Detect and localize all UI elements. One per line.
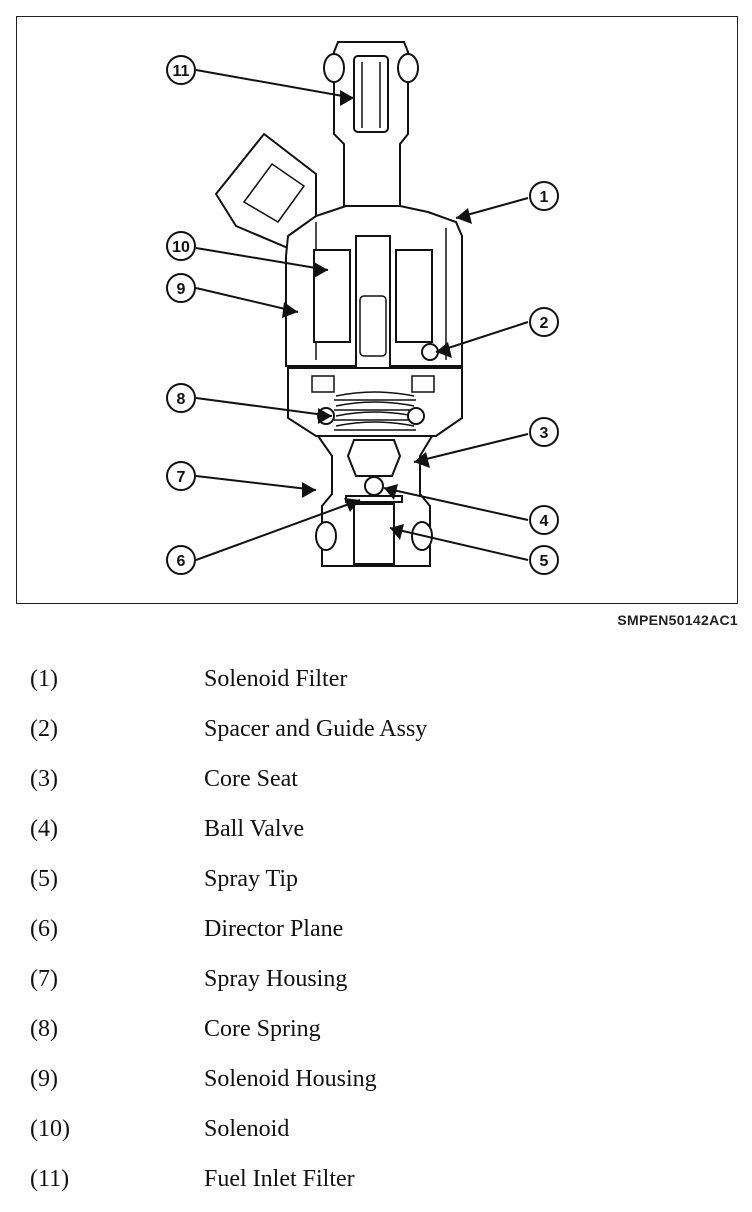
callout-7-label: 7: [177, 469, 186, 486]
figure-frame: [16, 16, 738, 604]
callout-3-label: 3: [540, 425, 549, 442]
legend-item: (11) Fuel Inlet Filter: [0, 1159, 752, 1199]
callout-4: 4: [529, 505, 559, 535]
legend-label: Spray Housing: [204, 966, 348, 992]
callout-6: 6: [166, 545, 196, 575]
legend-item: (3) Core Seat: [0, 759, 752, 799]
callout-11: 11: [166, 55, 196, 85]
legend-label: Ball Valve: [204, 816, 305, 842]
legend-label: Fuel Inlet Filter: [204, 1166, 355, 1192]
callout-8: 8: [166, 383, 196, 413]
legend-label: Director Plane: [204, 916, 344, 942]
callout-9-label: 9: [177, 281, 186, 298]
callout-1: 1: [529, 181, 559, 211]
callout-2: 2: [529, 307, 559, 337]
top-oring-right: [397, 53, 419, 83]
legend-number: (3): [30, 766, 58, 792]
legend-number: (8): [30, 1016, 58, 1042]
callout-7: 7: [166, 461, 196, 491]
legend-item: (9) Solenoid Housing: [0, 1059, 752, 1099]
callout-8-label: 8: [177, 391, 186, 408]
legend-number: (4): [30, 816, 58, 842]
callout-6-label: 6: [177, 553, 186, 570]
callout-11-label: 11: [173, 63, 190, 80]
top-oring-left: [323, 53, 345, 83]
legend-number: (1): [30, 666, 58, 692]
legend-item: (4) Ball Valve: [0, 809, 752, 849]
core-seat: [346, 439, 402, 477]
legend-item: (5) Spray Tip: [0, 859, 752, 899]
legend-item: (1) Solenoid Filter: [0, 659, 752, 699]
callout-4-label: 4: [540, 513, 549, 530]
callout-2-label: 2: [540, 315, 549, 332]
legend-label: Solenoid Housing: [204, 1066, 377, 1092]
legend-label: Core Seat: [204, 766, 298, 792]
callout-5-label: 5: [540, 553, 549, 570]
callout-10-label: 10: [172, 239, 190, 256]
figure-id: SMPEN50142AC1: [617, 612, 738, 628]
legend-label: Core Spring: [204, 1016, 321, 1042]
legend-label: Solenoid Filter: [204, 666, 348, 692]
callout-10: 10: [166, 231, 196, 261]
core-spring: [334, 391, 416, 431]
legend-number: (5): [30, 866, 58, 892]
spray-tip: [353, 503, 395, 565]
legend-item: (2) Spacer and Guide Assy: [0, 709, 752, 749]
legend-label: Spray Tip: [204, 866, 299, 892]
legend-label: Solenoid: [204, 1116, 290, 1142]
legend-item: (6) Director Plane: [0, 909, 752, 949]
callout-5: 5: [529, 545, 559, 575]
solenoid-coil-left: [313, 249, 351, 343]
solenoid-coil-right: [395, 249, 433, 343]
legend-number: (10): [30, 1116, 70, 1142]
legend-number: (6): [30, 916, 58, 942]
callout-9: 9: [166, 273, 196, 303]
spacer-oring: [421, 343, 439, 361]
bottom-oring-left: [315, 521, 337, 551]
armature-core: [355, 235, 391, 369]
legend-item: (10) Solenoid: [0, 1109, 752, 1149]
leader-lines: [195, 69, 529, 561]
legend-number: (7): [30, 966, 58, 992]
legend-number: (9): [30, 1066, 58, 1092]
legend-item: (7) Spray Housing: [0, 959, 752, 999]
spring-oring-right: [407, 407, 425, 425]
legend-number: (11): [30, 1166, 70, 1192]
legend-label: Spacer and Guide Assy: [204, 716, 428, 742]
legend-item: (8) Core Spring: [0, 1009, 752, 1049]
fuel-inlet-filter: [353, 55, 389, 133]
legend-number: (2): [30, 716, 58, 742]
callout-1-label: 1: [540, 189, 549, 206]
ball-valve: [364, 476, 384, 496]
injector-drawing: [214, 41, 463, 567]
injector-cutaway-diagram: 11 1 10 9 2 8 3 7 4 6 5: [166, 41, 559, 575]
callout-3: 3: [529, 417, 559, 447]
